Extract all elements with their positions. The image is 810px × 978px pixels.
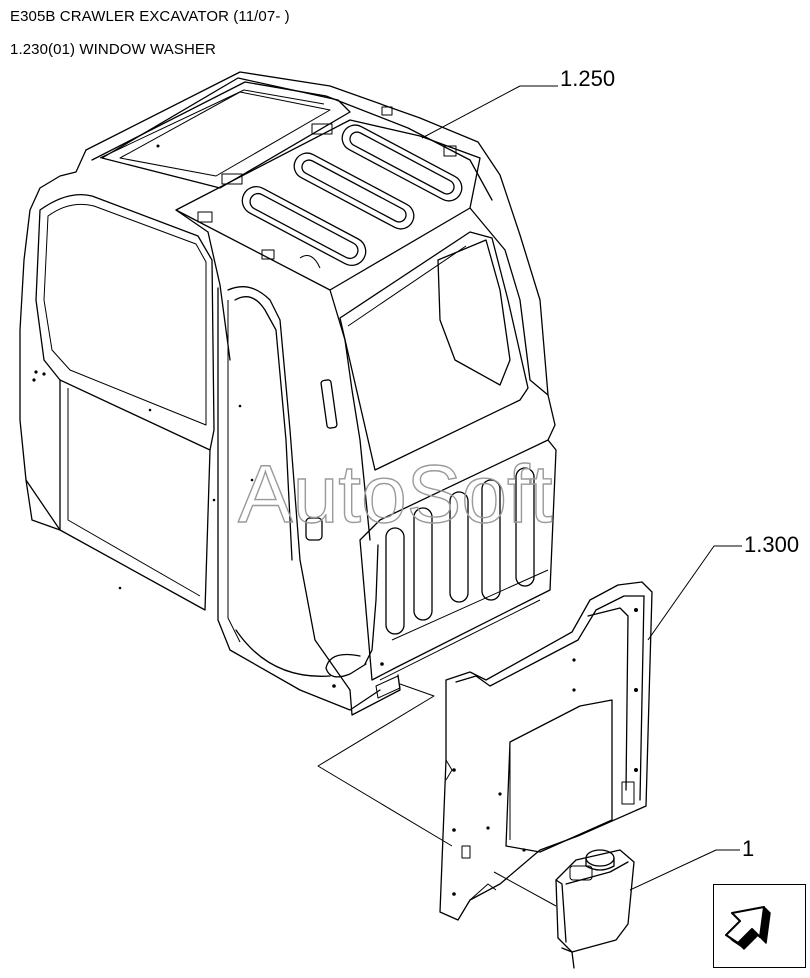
- callout-panel-ref[interactable]: 1.300: [744, 532, 799, 557]
- side-panel-drawing: [439, 581, 653, 921]
- leader-lines: [317, 85, 742, 907]
- callout-cab-ref[interactable]: 1.250: [560, 66, 615, 91]
- operator-cab-drawing: [19, 71, 557, 716]
- callout-tank-item[interactable]: 1: [742, 836, 754, 861]
- next-page-arrow-icon: [725, 906, 771, 950]
- next-page-button[interactable]: [713, 884, 806, 968]
- diagram-title: E305B CRAWLER EXCAVATOR (11/07- ): [10, 8, 290, 25]
- diagram-subtitle: 1.230(01) WINDOW WASHER: [10, 41, 216, 58]
- watermark-text: AutoSoft: [238, 449, 553, 540]
- washer-tank-drawing: [555, 849, 635, 969]
